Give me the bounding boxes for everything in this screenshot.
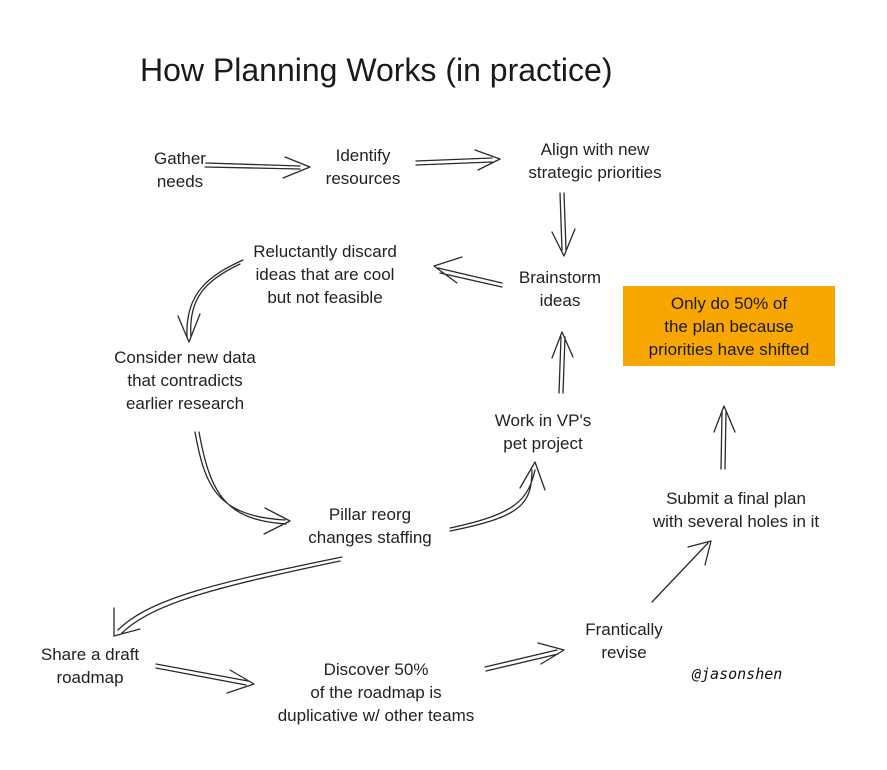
node-line: of the roadmap is [310,683,442,702]
node-line: but not feasible [267,288,383,307]
node-line: needs [156,172,204,191]
arrow-discard-to-consider [177,259,244,343]
node-line: roadmap [56,668,124,687]
arrow-identify-to-align [415,149,501,171]
node-line: Identify [335,146,391,165]
node-line: Brainstorm [518,268,602,287]
node-identify-resources: Identify resources [308,144,418,190]
arrow-pillar-to-vp [449,461,546,532]
node-line: Submit a final plan [666,489,806,508]
highlight-line: priorities have shifted [648,339,810,359]
node-line: Work in VP's [494,411,592,430]
arrow-consider-to-pillar [194,431,291,535]
node-line: Consider new data [114,348,256,367]
arrow-submit-to-highlight [713,405,736,470]
node-line: Reluctantly discard [253,242,397,261]
node-discover-duplicative: Discover 50% of the roadmap is duplicati… [256,658,496,727]
diagram-title: How Planning Works (in practice) [140,52,613,88]
author-signature: @jasonshen [692,665,783,683]
node-align-priorities: Align with new strategic priorities [500,138,690,184]
node-line: that contradicts [127,371,243,390]
node-line: revise [601,643,647,662]
node-line: strategic priorities [528,163,662,182]
node-line: duplicative w/ other teams [277,706,475,725]
node-line: Pillar reorg [328,505,412,524]
node-line: Frantically [585,620,663,639]
node-line: pet project [503,434,583,453]
node-consider-data: Consider new data that contradicts earli… [100,346,270,415]
node-submit-plan: Submit a final plan with several holes i… [626,487,846,533]
node-share-roadmap: Share a draft roadmap [20,643,160,689]
node-line: ideas [539,291,581,310]
highlight-line: the plan because [664,316,794,336]
arrow-brainstorm-to-discard [433,256,503,288]
node-brainstorm-ideas: Brainstorm ideas [500,266,620,312]
node-line: ideas that are cool [255,265,395,284]
arrow-discover-to-revise [484,642,565,672]
node-line: with several holes in it [652,512,820,531]
highlight-line: Only do 50% of [670,293,788,313]
node-line: changes staffing [308,528,432,547]
arrow-gather-to-identify [204,156,311,179]
node-gather-needs: Gather needs [140,147,220,193]
node-line: Gather [154,149,206,168]
arrow-align-to-brainstorm [551,192,576,257]
node-frantically-revise: Frantically revise [566,618,682,664]
node-pillar-reorg: Pillar reorg changes staffing [290,503,450,549]
node-line: Share a draft [40,645,140,664]
arrow-pillar-to-share [113,556,343,637]
arrow-revise-to-submit [651,540,712,603]
node-line: Align with new [540,140,650,159]
node-discard-ideas: Reluctantly discard ideas that are cool … [235,240,415,309]
node-line: Discover 50% [323,660,429,679]
arrow-share-to-discover [155,663,255,694]
node-line: earlier research [125,394,245,413]
node-vp-pet-project: Work in VP's pet project [468,409,618,455]
node-line: resources [325,169,401,188]
highlight-box-final-outcome: Only do 50% of the plan because prioriti… [623,286,835,366]
arrow-vp-to-brainstorm [551,331,574,394]
